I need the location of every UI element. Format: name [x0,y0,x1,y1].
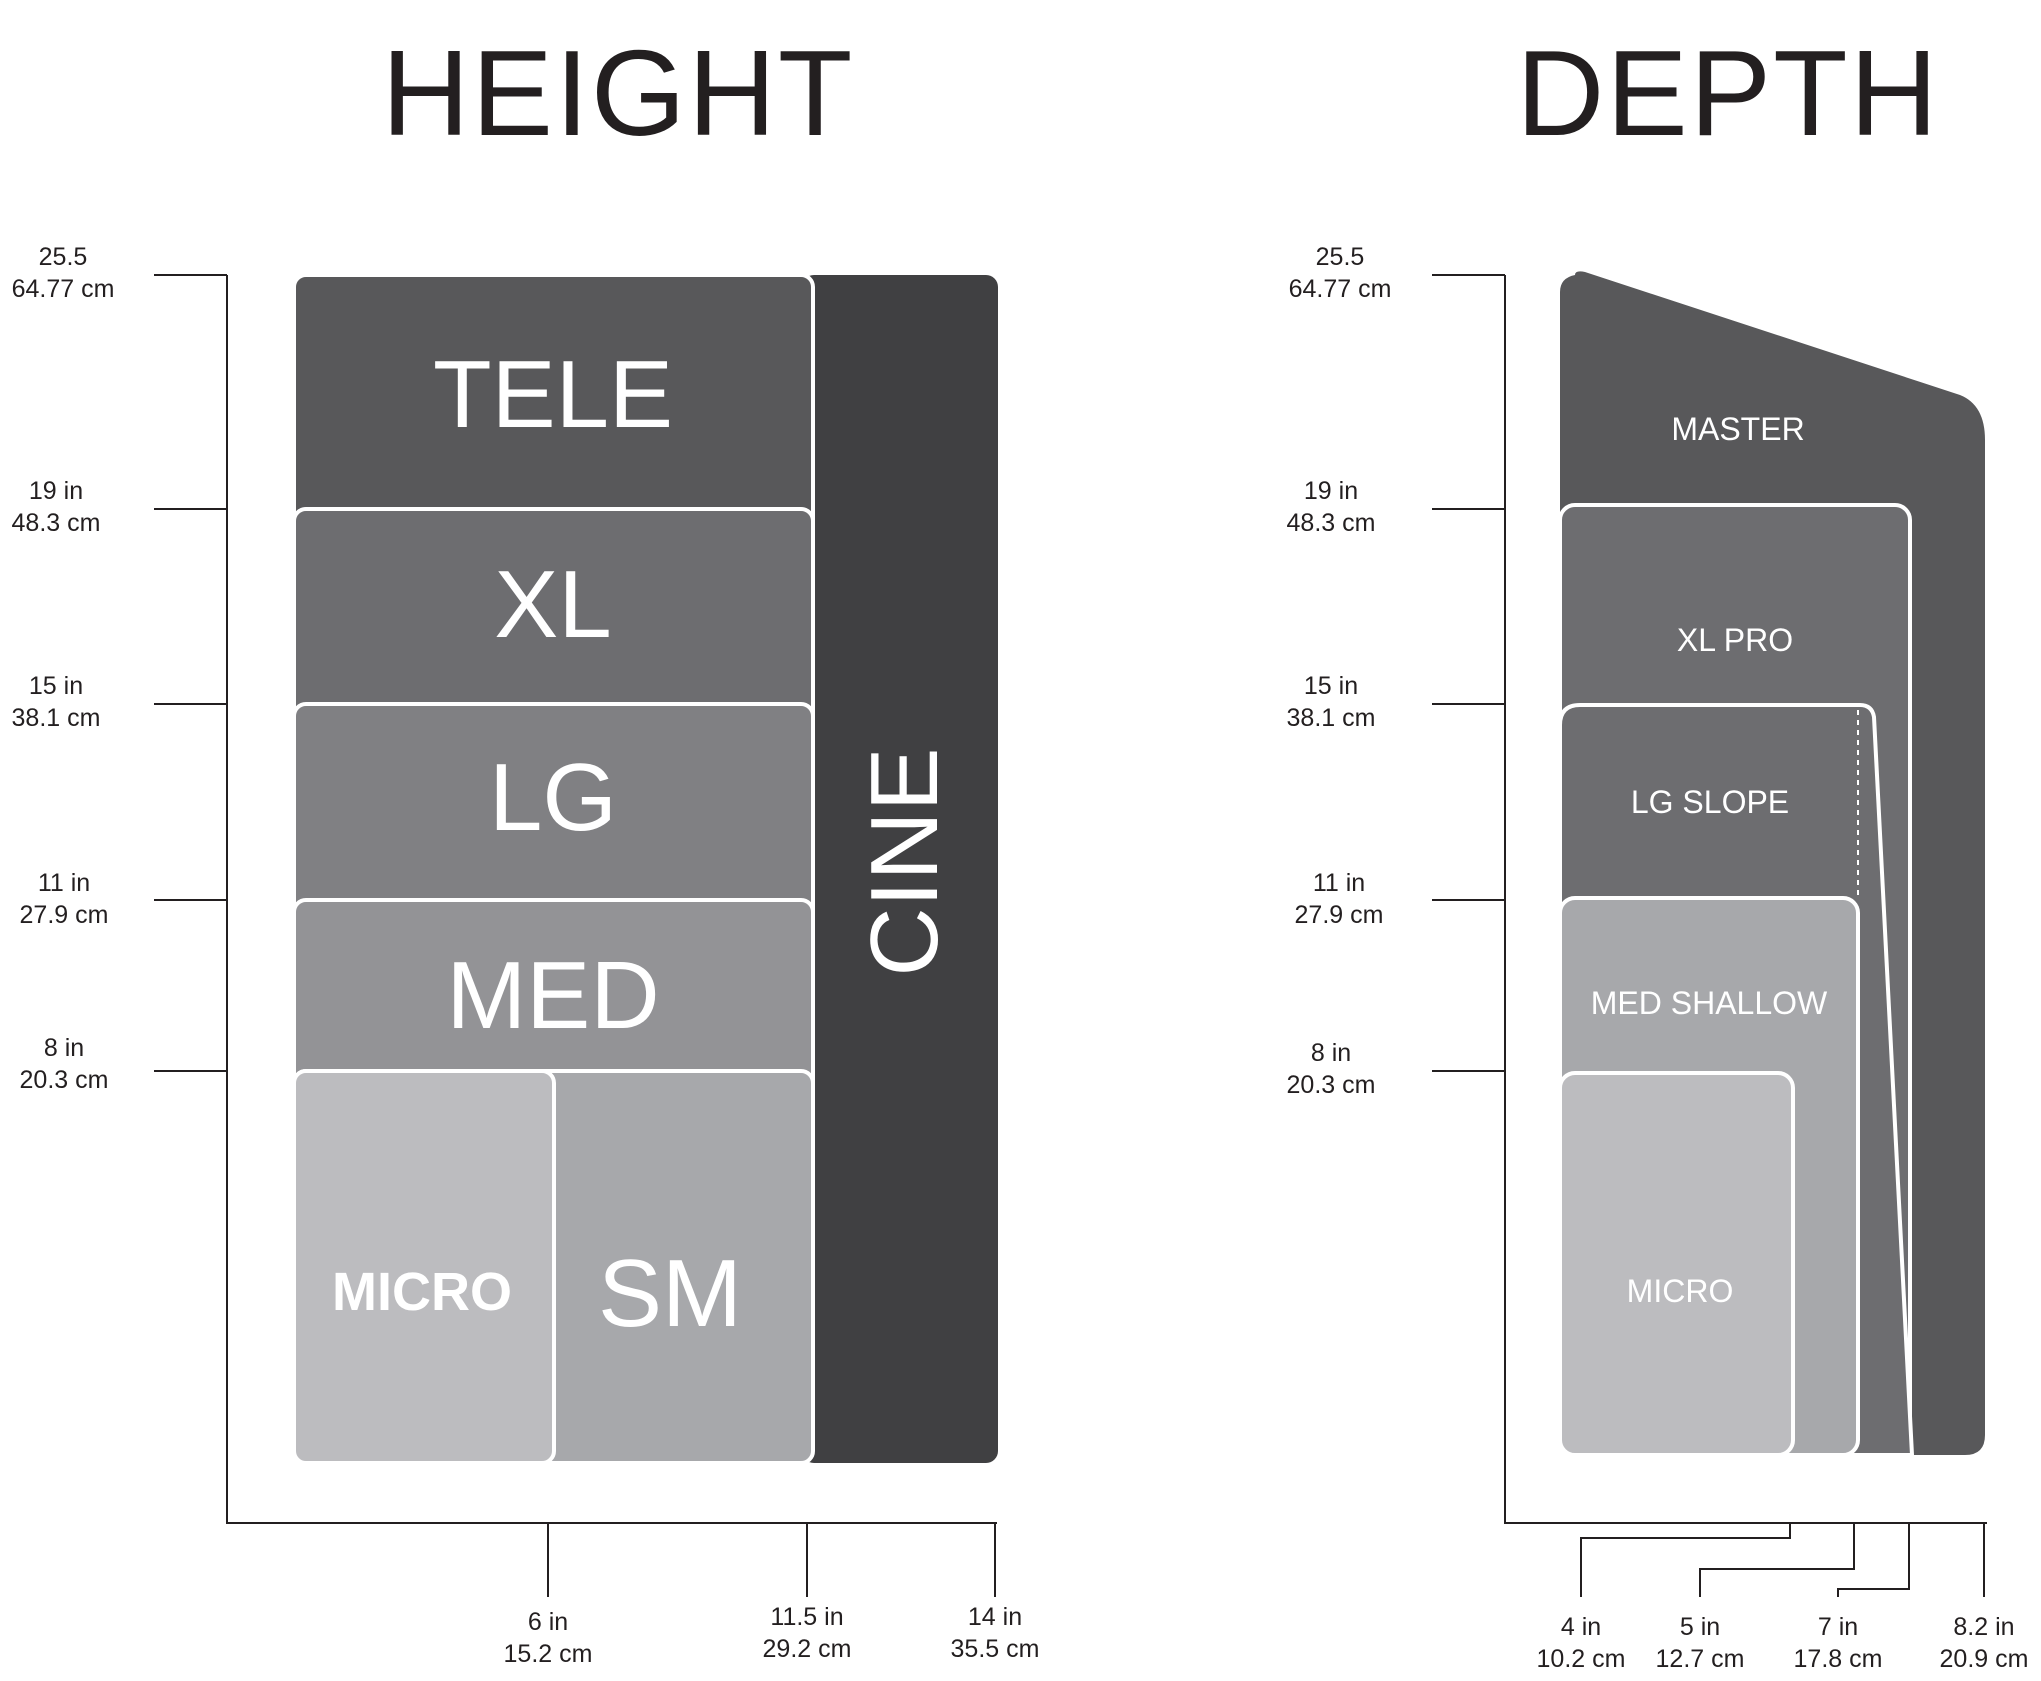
cine-case [802,275,998,1463]
depth-leader-5in [1699,1523,1855,1597]
height-y-label-in: 15 in [29,672,83,700]
depth-y-label-in: 8 in [1311,1039,1351,1067]
depth-x-label-in: 8.2 in [1953,1613,2014,1641]
med-label: MED [446,942,659,1049]
height-x-label-cm: 35.5 cm [951,1635,1040,1663]
depth-y-label-in: 15 in [1304,672,1358,700]
height-x-label-in: 14 in [968,1603,1022,1631]
height-y-label-cm: 20.3 cm [20,1066,109,1094]
micro-case [292,1069,556,1465]
height-title: HEIGHT [382,25,855,161]
xl-label: XL [494,551,611,658]
height-y-label-cm: 64.77 cm [12,275,115,303]
height-axis-frame [226,275,997,1524]
height-y-label-in: 8 in [44,1034,84,1062]
tele-label: TELE [433,341,673,448]
depth-title: DEPTH [1516,25,1939,161]
depth-y-label-cm: 64.77 cm [1289,275,1392,303]
depth-x-label-in: 4 in [1561,1613,1601,1641]
depth-leader-7in [1837,1523,1910,1597]
sm-label: SM [598,1240,742,1347]
depth-x-label-cm: 17.8 cm [1794,1645,1883,1673]
depth-y-label-in: 19 in [1304,477,1358,505]
depth-x-label-in: 5 in [1680,1613,1720,1641]
height-y-label-cm: 48.3 cm [12,509,101,537]
depth-x-label-cm: 10.2 cm [1537,1645,1626,1673]
height-x-label-cm: 15.2 cm [504,1640,593,1668]
height-x-label-in: 6 in [528,1608,568,1636]
lg-slope-label: LG SLOPE [1631,784,1789,820]
height-x-label-cm: 29.2 cm [763,1635,852,1663]
height-y-label-in: 11 in [38,869,90,897]
depth-x-label-cm: 20.9 cm [1940,1645,2029,1673]
height-y-label-in: 25.5 [39,243,88,271]
micro-depth-label: MICRO [1627,1273,1734,1309]
depth-axis-frame [1504,275,1987,1524]
height-chart: 25.5 64.77 cm 19 in 48.3 cm 15 in 38.1 c… [12,243,1040,1668]
med-shallow-label: MED SHALLOW [1591,985,1828,1021]
depth-y-label-cm: 38.1 cm [1287,704,1376,732]
height-y-label-cm: 38.1 cm [12,704,101,732]
micro-label: MICRO [332,1262,512,1322]
lg-label: LG [489,744,617,851]
depth-y-label-in: 25.5 [1316,243,1365,271]
master-label: MASTER [1671,411,1804,447]
depth-y-label-cm: 27.9 cm [1295,901,1384,929]
height-x-label-in: 11.5 in [770,1603,843,1631]
xl-pro-label: XL PRO [1677,622,1793,658]
height-y-label-cm: 27.9 cm [20,901,109,929]
depth-x-label-cm: 12.7 cm [1656,1645,1745,1673]
depth-leader-4in [1580,1523,1791,1597]
depth-x-label-in: 7 in [1818,1613,1858,1641]
micro-depth-case [1558,1071,1795,1457]
depth-y-label-in: 11 in [1313,869,1365,897]
depth-y-label-cm: 48.3 cm [1287,509,1376,537]
cine-label: CINE [851,747,958,976]
depth-y-label-cm: 20.3 cm [1287,1071,1376,1099]
depth-chart: 25.5 64.77 cm 19 in 48.3 cm 15 in 38.1 c… [1287,243,2029,1673]
height-y-label-in: 19 in [29,477,83,505]
